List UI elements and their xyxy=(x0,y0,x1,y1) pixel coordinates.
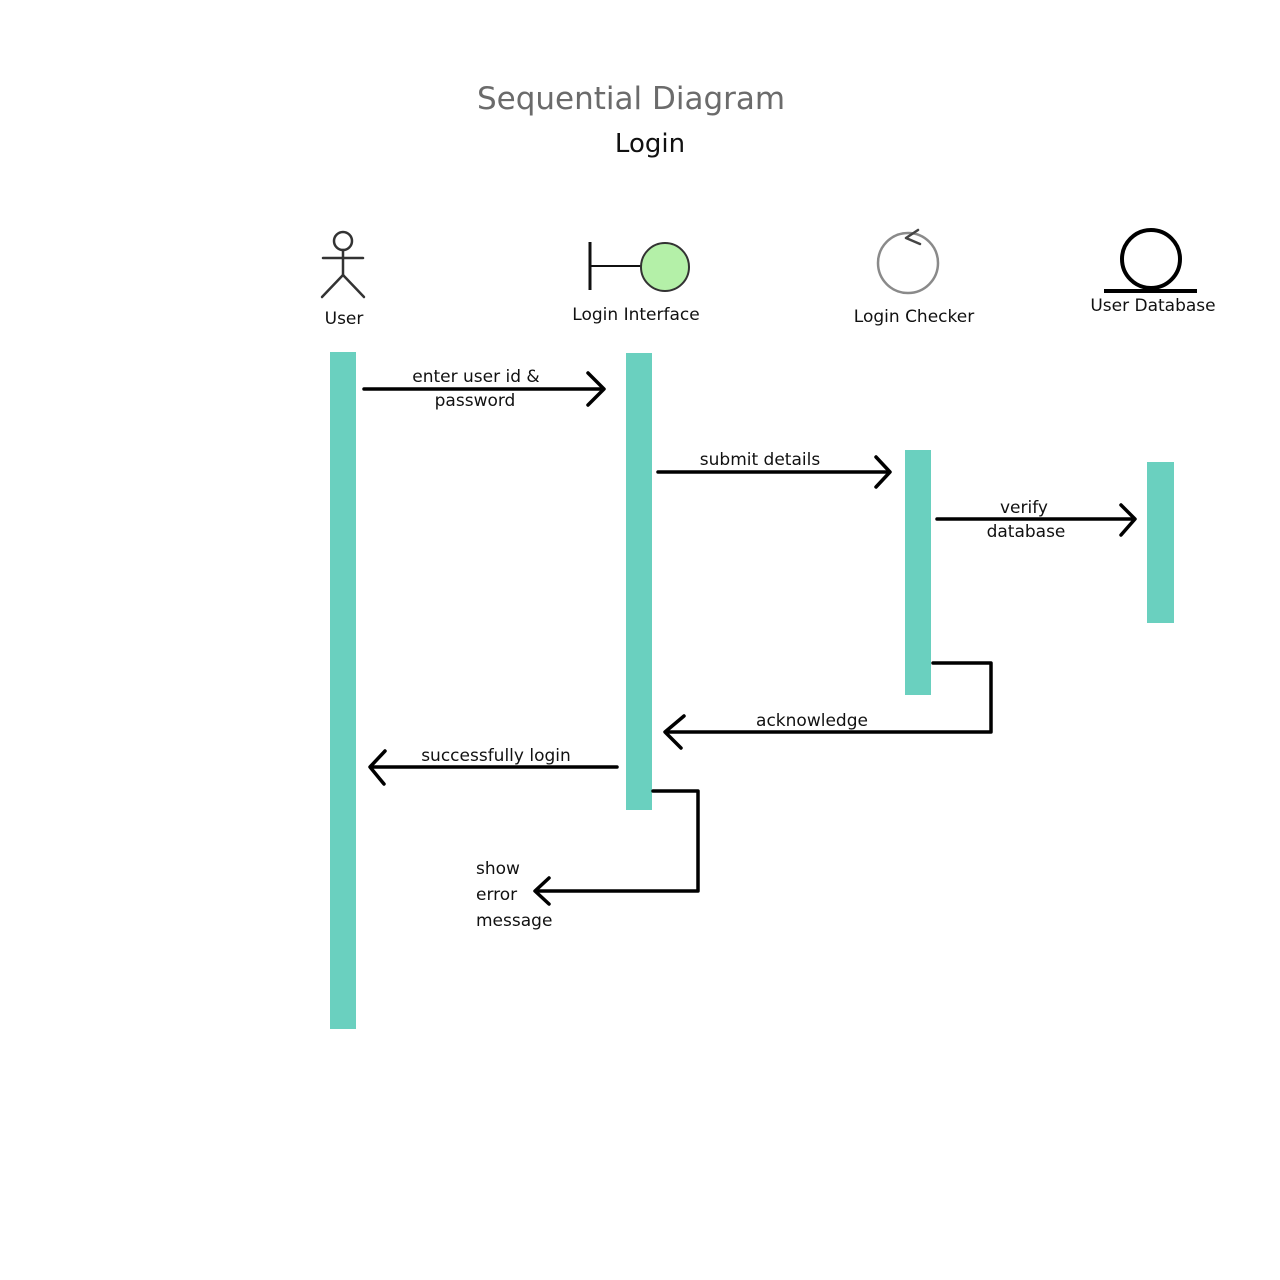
participant-login-checker: Login Checker xyxy=(854,228,974,327)
participant-user-database: User Database xyxy=(1090,228,1216,316)
message-show-error: show error message xyxy=(476,789,700,931)
boundary-icon xyxy=(588,242,690,292)
diagram-title: Sequential Diagram xyxy=(477,81,785,117)
participant-label-login-interface: Login Interface xyxy=(572,305,699,325)
participant-login-interface: Login Interface xyxy=(572,242,700,325)
message-enter-credentials: enter user id & password xyxy=(362,367,606,411)
message-label-line: verify xyxy=(1000,498,1048,518)
participant-label-user: User xyxy=(325,309,364,329)
entity-icon xyxy=(1104,228,1197,293)
message-label-line: message xyxy=(476,911,552,931)
message-label-line: enter user id & xyxy=(412,367,539,387)
participant-label-login-checker: Login Checker xyxy=(854,307,974,327)
message-acknowledge: acknowledge xyxy=(663,661,993,750)
message-successfully-login: successfully login xyxy=(368,746,619,786)
message-label-line: submit details xyxy=(700,450,821,470)
actor-icon xyxy=(320,230,366,299)
activation-bar-login-interface xyxy=(626,353,652,810)
message-submit-details: submit details xyxy=(656,450,892,489)
activation-bar-user-database xyxy=(1147,462,1174,623)
participant-user: User xyxy=(320,230,366,329)
message-label-line: password xyxy=(435,391,516,411)
message-label-line: acknowledge xyxy=(756,711,868,731)
message-label-line: show xyxy=(476,859,520,879)
message-label-line: database xyxy=(987,522,1066,542)
control-icon xyxy=(876,228,940,295)
activation-bar-login-checker xyxy=(905,450,931,695)
activation-bar-user xyxy=(330,352,356,1029)
message-label-line: error xyxy=(476,885,517,905)
diagram-subtitle: Login xyxy=(615,129,685,159)
participant-label-user-database: User Database xyxy=(1090,296,1215,316)
message-verify-database: verify database xyxy=(935,498,1137,542)
message-label-line: successfully login xyxy=(421,746,571,766)
